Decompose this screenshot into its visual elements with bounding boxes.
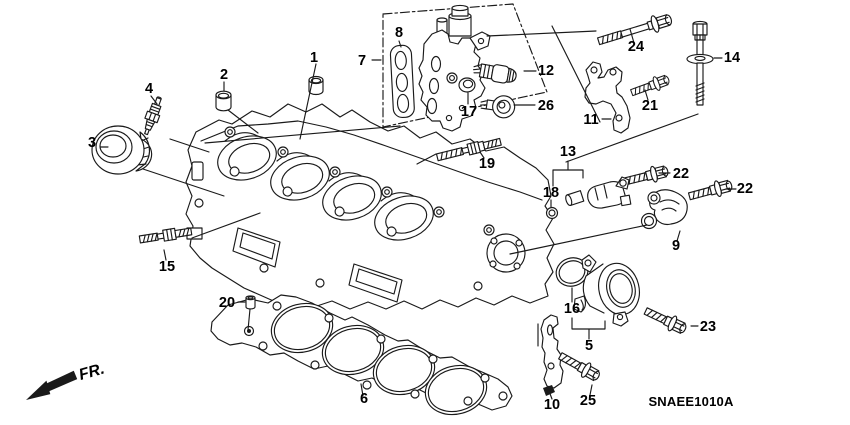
callout-13: 13 [560,144,576,160]
callout-10: 10 [544,397,560,413]
part-22-bolt-b [687,179,733,201]
part-22-bolt-a [623,165,669,186]
head-gasket-illustration [210,294,513,416]
callout-3: 3 [88,135,96,151]
callout-24: 24 [628,39,644,55]
part-18-oring [545,206,559,220]
callout-26: 26 [538,98,554,114]
part-25-bolt [558,352,600,382]
callout-20: 20 [219,295,235,311]
head-bolt-bosses [224,126,495,236]
callout-4: 4 [145,81,153,97]
callout-25: 25 [580,393,596,409]
part-3-plug [91,125,153,175]
callout-22: 22 [737,181,753,197]
callout-11: 11 [583,112,598,128]
callout-7: 7 [358,53,366,69]
callout-18: 18 [543,185,559,201]
part-14-bolt [686,20,714,106]
part-8-gasket [389,44,415,119]
leader-lines [99,25,737,400]
callout-23: 23 [700,319,716,335]
callout-22: 22 [673,166,689,182]
fr-label: FR. [77,361,106,384]
callout-5: 5 [585,338,593,354]
callout-15: 15 [159,259,175,275]
part-4-sensor [144,96,162,136]
callout-8: 8 [395,25,403,41]
callout-17: 17 [461,104,477,120]
part-2-cap [215,90,232,112]
part-7-spool-valve [418,4,491,132]
part-19-stud [435,137,502,162]
part-15-stud [138,227,193,244]
callout-12: 12 [538,63,554,79]
callout-1: 1 [310,50,318,66]
part-21-bolt [630,74,670,97]
part-24-bolt [597,14,673,46]
cylinder-head-illustration [185,103,555,310]
part-17-washer [458,77,476,93]
part-9-cover [640,189,688,230]
callout-2: 2 [220,67,228,83]
callout-9: 9 [672,238,680,254]
fr-direction-indicator: FR. [26,361,107,400]
callout-21: 21 [642,98,658,114]
group-7-dashed-box [382,3,548,128]
part-11-bracket [584,61,631,134]
part-26-switch [480,95,516,119]
part-23-bolt [643,307,687,334]
callout-16: 16 [564,301,580,317]
diagram-code: SNAEE1010A [648,394,734,409]
part-12-switch [472,63,517,84]
callout-layer: 1234567891011121314151617181920212222232… [88,25,753,413]
part-5-passage [573,254,640,327]
part-20-dowel [245,295,256,310]
callout-6: 6 [360,391,368,407]
part-10-bracket [540,314,564,396]
part-13-sensor [565,176,632,209]
callout-14: 14 [724,50,740,66]
callout-19: 19 [479,156,495,172]
